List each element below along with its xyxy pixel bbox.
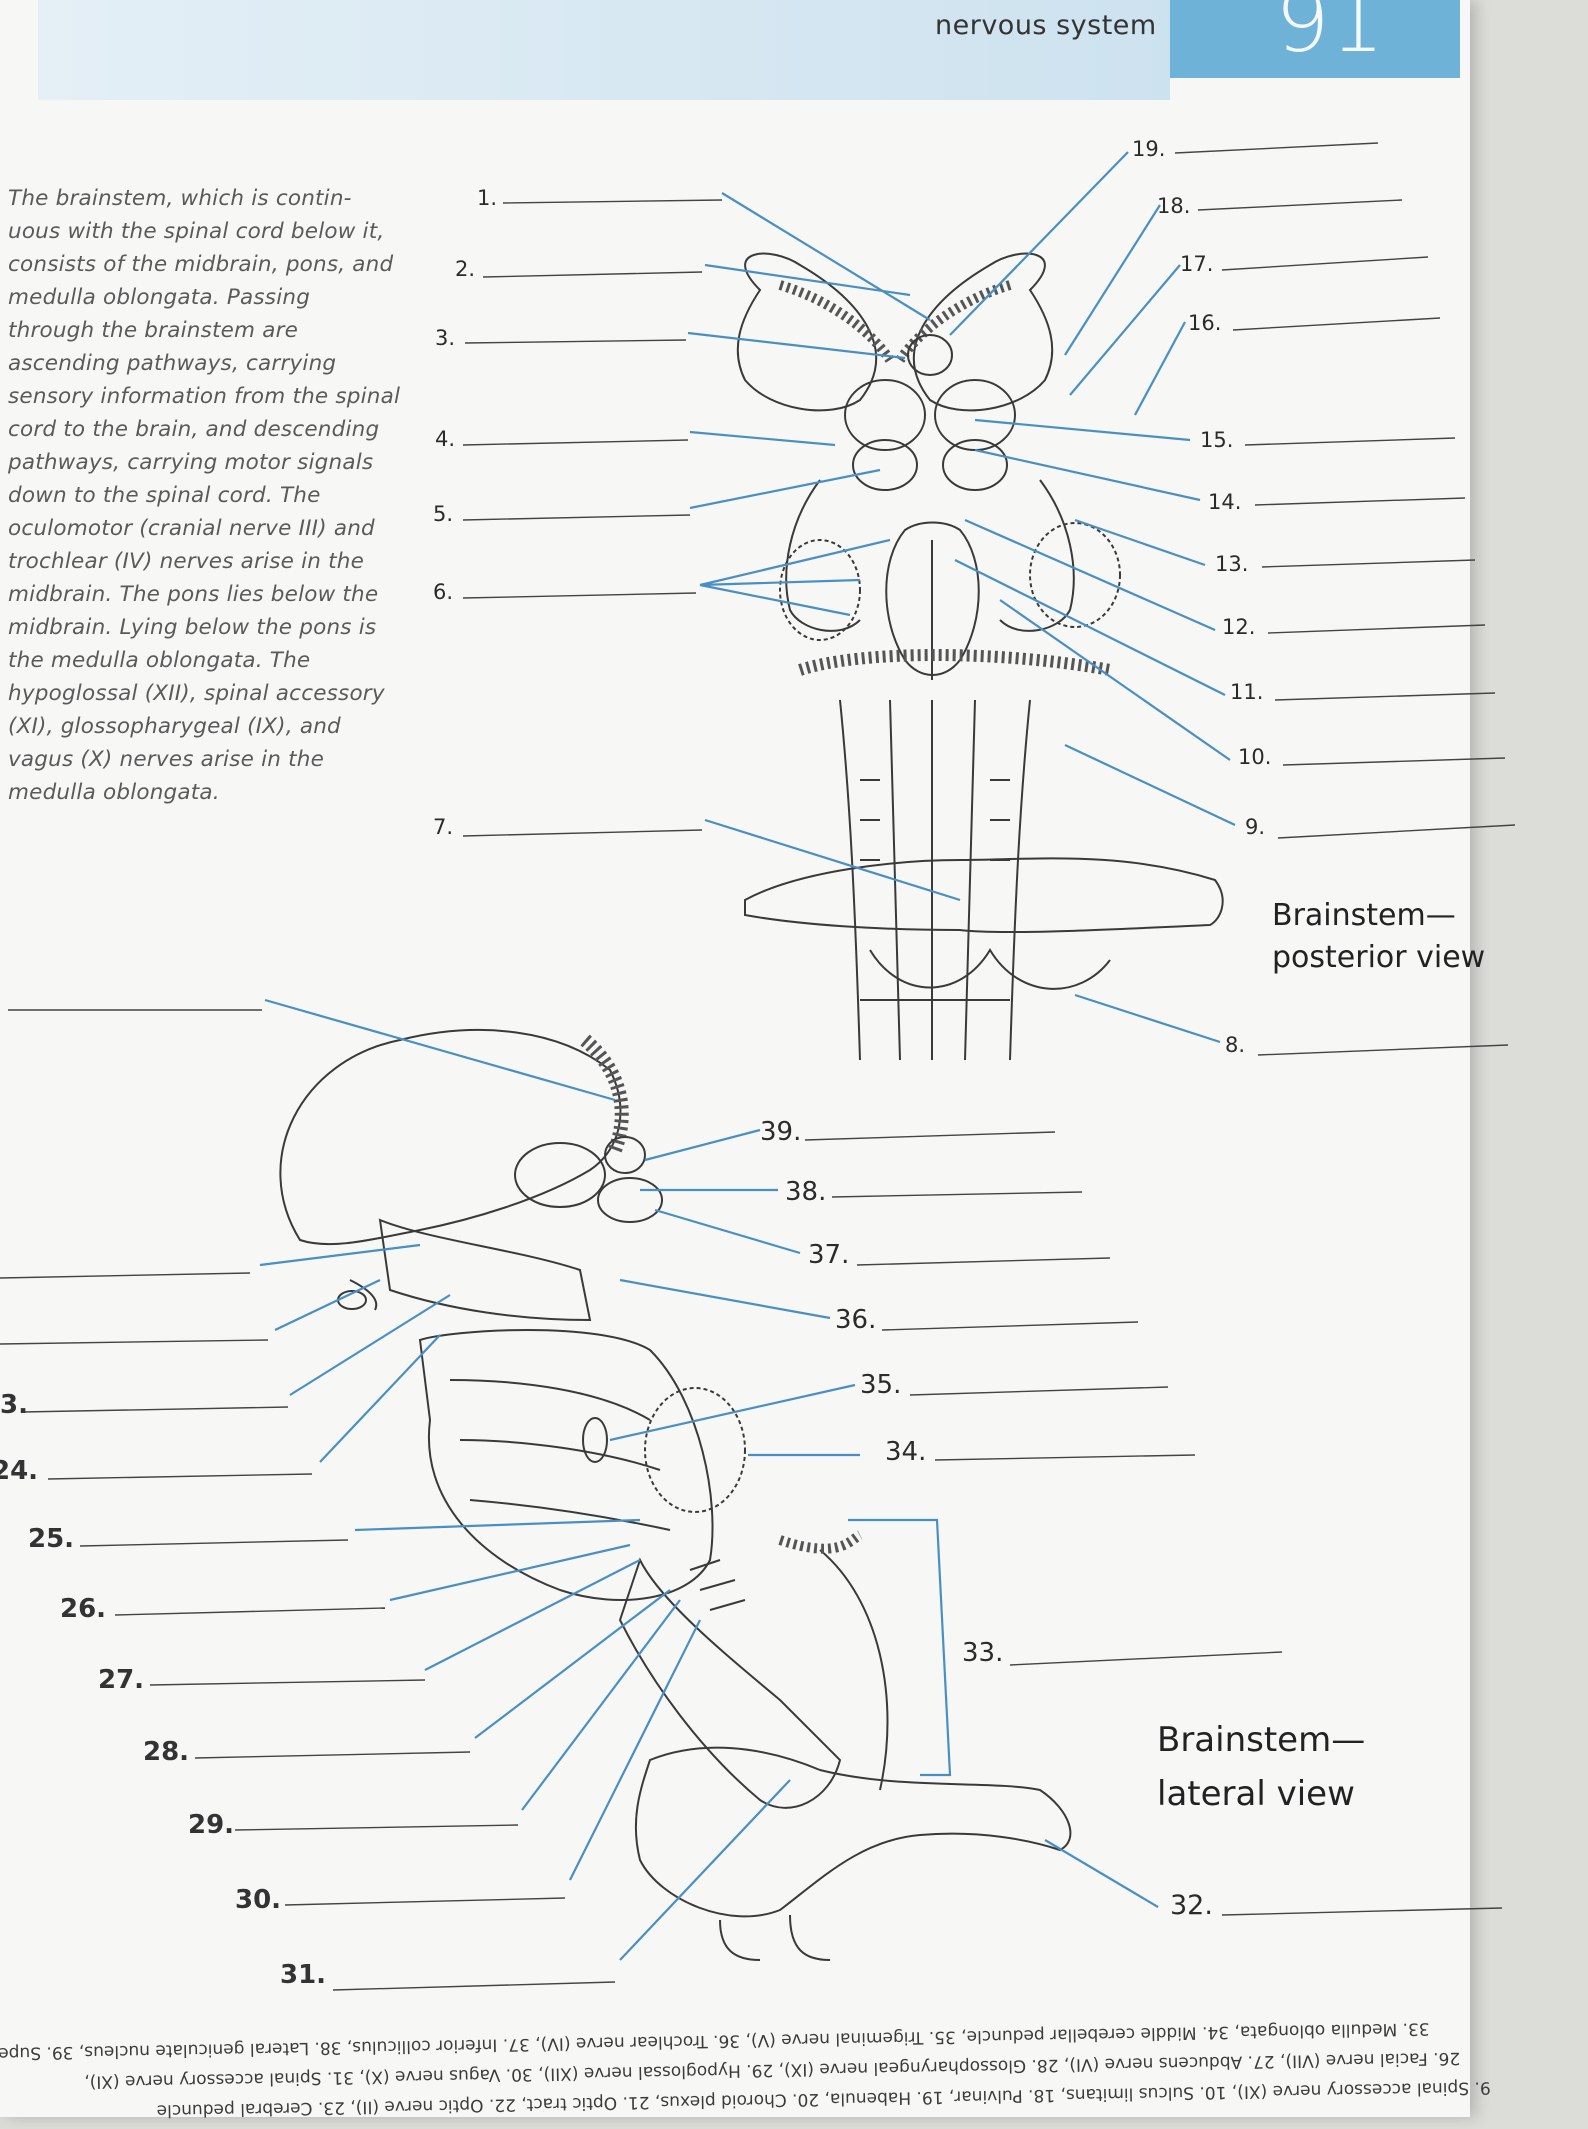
label-18: 18. [1157, 194, 1191, 218]
label-24: 24. [0, 1456, 39, 1486]
posterior-view-title: Brainstem— posterior view [1272, 895, 1485, 979]
label-37: 37. [808, 1240, 850, 1270]
label-19: 19. [1132, 137, 1166, 161]
label-39: 39. [760, 1117, 802, 1147]
page-number: 91 [1275, 0, 1385, 72]
section-title: nervous system [935, 10, 1157, 41]
workbook-page: nervous system 91 The brainstem, which i… [0, 0, 1470, 2117]
label-36: 36. [835, 1305, 877, 1335]
posterior-brainstem-drawing [736, 252, 1224, 1061]
label-13: 13. [1215, 552, 1249, 576]
posterior-view-title-line1: Brainstem— [1272, 898, 1456, 933]
label-4: 4. [435, 427, 456, 451]
label-38: 38. [785, 1177, 827, 1207]
label-16: 16. [1188, 311, 1222, 335]
label-33: 33. [962, 1638, 1004, 1668]
label-11: 11. [1230, 680, 1264, 704]
label-28: 28. [143, 1737, 190, 1767]
label-35: 35. [860, 1370, 902, 1400]
answer-blanks [0, 142, 1516, 1991]
label-15: 15. [1200, 428, 1234, 452]
header-tab [1170, 0, 1460, 78]
label-27: 27. [98, 1665, 145, 1695]
label-10: 10. [1238, 745, 1272, 769]
lateral-view-title-line2: lateral view [1157, 1774, 1355, 1814]
label-7: 7. [433, 815, 454, 839]
label-partial-3: 3. [0, 1390, 28, 1420]
lateral-view-title: Brainstem— lateral view [1157, 1713, 1365, 1821]
lateral-brainstem-drawing [279, 1029, 1072, 1961]
label-2: 2. [455, 257, 476, 281]
label-1: 1. [477, 186, 498, 210]
lateral-view-title-line1: Brainstem— [1157, 1720, 1366, 1760]
leader-lines [259, 151, 1236, 1961]
posterior-view-title-line2: posterior view [1272, 940, 1486, 975]
label-25: 25. [28, 1524, 75, 1554]
label-34: 34. [885, 1437, 927, 1467]
label-29: 29. [188, 1810, 235, 1840]
label-9: 9. [1245, 815, 1266, 839]
label-3: 3. [435, 326, 456, 350]
label-30: 30. [235, 1885, 282, 1915]
label-17: 17. [1180, 252, 1214, 276]
label-6: 6. [433, 580, 454, 604]
label-32: 32. [1170, 1890, 1213, 1921]
label-5: 5. [433, 502, 454, 526]
header-band [38, 0, 1170, 100]
label-31: 31. [280, 1960, 327, 1990]
label-8: 8. [1225, 1033, 1246, 1057]
label-26: 26. [60, 1594, 107, 1624]
label-12: 12. [1222, 615, 1256, 639]
label-14: 14. [1208, 490, 1242, 514]
intro-paragraph: The brainstem, which is contin-uous with… [8, 186, 401, 805]
